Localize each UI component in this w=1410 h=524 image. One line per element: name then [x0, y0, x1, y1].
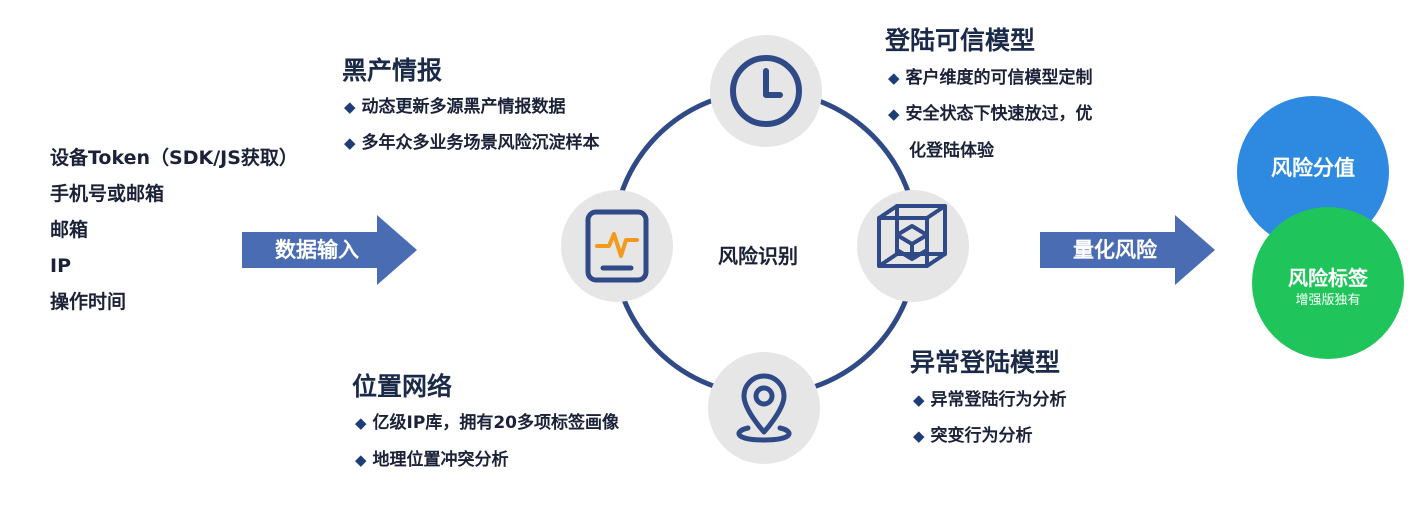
bullet-marker: ◆ — [344, 134, 356, 152]
trusted-login-bullet: ◆安全状态下快速放过，优 — [888, 104, 1093, 124]
risk-score-label: 风险分值 — [1271, 156, 1355, 180]
black-market-bullet: ◆多年众多业务场景风险沉淀样本 — [344, 133, 600, 153]
trusted-login-bullet: ◆客户维度的可信模型定制 — [888, 68, 1093, 88]
center-label: 风险识别 — [718, 244, 798, 268]
cube-icon — [857, 190, 969, 302]
trusted-login-title: 登陆可信模型 — [885, 26, 1036, 55]
black-market-bullet: ◆动态更新多源黑产情报数据 — [344, 97, 566, 117]
bullet-marker: ◆ — [344, 98, 356, 116]
input-item: 操作时间 — [50, 291, 127, 313]
trusted-login-bullet-cont: 化登陆体验 — [909, 141, 994, 161]
risk-tag-note: 增强版独有 — [1295, 293, 1361, 308]
clock-icon — [710, 35, 822, 147]
bullet-marker: ◆ — [913, 427, 925, 445]
abnormal-login-bullet: ◆突变行为分析 — [913, 426, 1033, 446]
bullet-marker: ◆ — [355, 414, 367, 432]
location-network-bullet: ◆亿级IP库，拥有20多项标签画像 — [355, 413, 619, 433]
output-arrow-label: 量化风险 — [1073, 238, 1157, 262]
black-market-title: 黑产情报 — [342, 56, 443, 85]
bullet-marker: ◆ — [888, 69, 900, 87]
input-list: 设备Token（SDK/JS获取） 手机号或邮箱 邮箱 IP 操作时间 — [50, 140, 298, 320]
bullet-marker: ◆ — [913, 391, 925, 409]
location-network-bullet: ◆地理位置冲突分析 — [355, 450, 509, 470]
input-item: 手机号或邮箱 — [50, 183, 165, 205]
input-item: 设备Token（SDK/JS获取） — [50, 147, 298, 169]
risk-tag-label: 风险标签 — [1288, 266, 1368, 290]
location-network-title: 位置网络 — [352, 372, 453, 401]
location-pin-icon — [708, 352, 820, 464]
risk-tag-circle — [1252, 207, 1404, 359]
abnormal-login-bullet: ◆异常登陆行为分析 — [913, 390, 1067, 410]
bullet-marker: ◆ — [888, 105, 900, 123]
input-item: IP — [50, 255, 71, 277]
input-arrow — [242, 215, 417, 285]
abnormal-login-title: 异常登陆模型 — [910, 348, 1061, 377]
output-arrow — [1040, 215, 1215, 285]
bullet-marker: ◆ — [355, 451, 367, 469]
pulse-monitor-icon — [561, 190, 673, 302]
input-item: 邮箱 — [50, 219, 89, 241]
input-arrow-label: 数据输入 — [275, 238, 359, 262]
